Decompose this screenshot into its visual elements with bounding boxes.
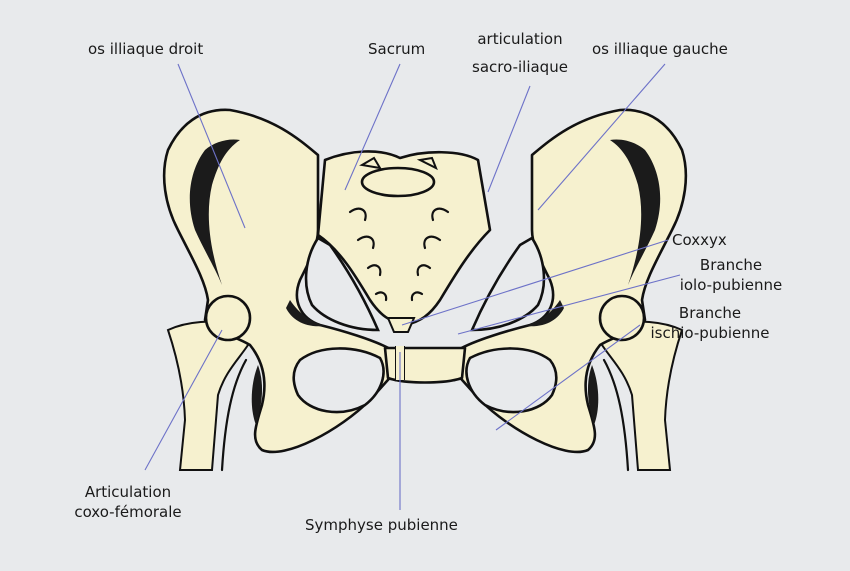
label-branche-ischio-line1: Branche bbox=[678, 304, 742, 322]
pelvic-inlet-left bbox=[470, 236, 546, 332]
pelvic-inlet-right bbox=[304, 236, 380, 332]
label-sacro-iliaque-line2: sacro-iliaque bbox=[472, 58, 568, 76]
label-articulation-line1: articulation bbox=[477, 30, 563, 48]
label-iolo-pubienne-line2: iolo-pubienne bbox=[679, 276, 783, 294]
label-os-iliaque-gauche: os illiaque gauche bbox=[592, 40, 728, 58]
label-branche-ilio-pubienne: Branche iolo-pubienne bbox=[672, 255, 790, 295]
label-coccyx: Coxxyx bbox=[672, 231, 727, 249]
femur-right bbox=[166, 320, 250, 472]
label-ischio-pubienne-line2: ischio-pubienne bbox=[650, 324, 770, 342]
label-coxo-femorale-line2: coxo-fémorale bbox=[74, 503, 182, 521]
leader-lines bbox=[144, 63, 681, 510]
label-articulation-sacro-iliaque: articulation sacro-iliaque bbox=[455, 28, 585, 78]
label-os-iliaque-droit: os illiaque droit bbox=[88, 40, 204, 58]
label-articulation-coxo-femorale: Articulation coxo-fémorale bbox=[68, 482, 188, 522]
rami bbox=[292, 346, 558, 414]
label-articulation-coxo-line1: Articulation bbox=[84, 483, 172, 501]
label-symphyse-pubienne: Symphyse pubienne bbox=[305, 516, 458, 534]
sacrum-bone bbox=[316, 150, 492, 333]
label-branche-line1: Branche bbox=[699, 256, 763, 274]
label-sacrum: Sacrum bbox=[368, 40, 426, 58]
label-branche-ischio-pubienne: Branche ischio-pubienne bbox=[640, 303, 780, 343]
